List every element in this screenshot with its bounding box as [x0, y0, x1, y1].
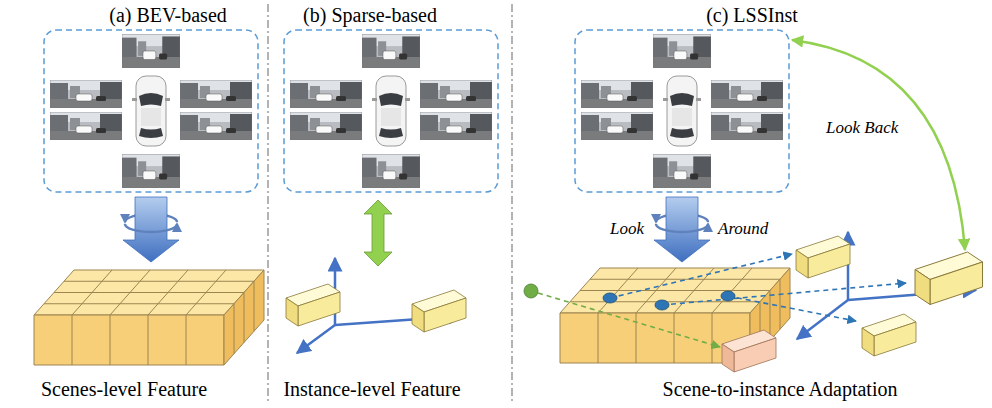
panel-title: (a) BEV-based [109, 4, 227, 27]
instance-box [286, 284, 340, 326]
look-back-arrow [792, 40, 965, 250]
bev-grid [34, 270, 264, 365]
annotation: Around [718, 219, 768, 239]
camera-views [284, 30, 498, 192]
rotate-symbol [656, 224, 708, 232]
rotate-symbol [125, 224, 177, 232]
sampling-arrow [538, 293, 720, 347]
sampling-arrow [610, 254, 906, 321]
annotation: Look [610, 219, 644, 239]
camera-views [44, 30, 258, 192]
panel-caption: Instance-level Feature [283, 378, 460, 401]
sample-point [524, 284, 538, 298]
lift-arrow [123, 197, 179, 262]
panel-title: (c) LSSInst [706, 4, 798, 27]
panel-caption: Scenes-level Feature [41, 378, 207, 401]
camera-views [575, 30, 789, 192]
sample-point [603, 291, 735, 310]
instance-box [862, 314, 916, 356]
instance-box [915, 252, 983, 305]
interaction-arrow [364, 200, 392, 266]
panel-divider [268, 4, 512, 404]
candidate-box [722, 330, 776, 372]
panel-caption: Scene-to-instance Adaptation [663, 378, 898, 401]
annotation: Look Back [826, 118, 898, 138]
instance-box [412, 290, 466, 332]
panel-title: (b) Sparse-based [303, 4, 437, 27]
lift-arrow [654, 197, 710, 262]
instance-box [796, 236, 850, 278]
